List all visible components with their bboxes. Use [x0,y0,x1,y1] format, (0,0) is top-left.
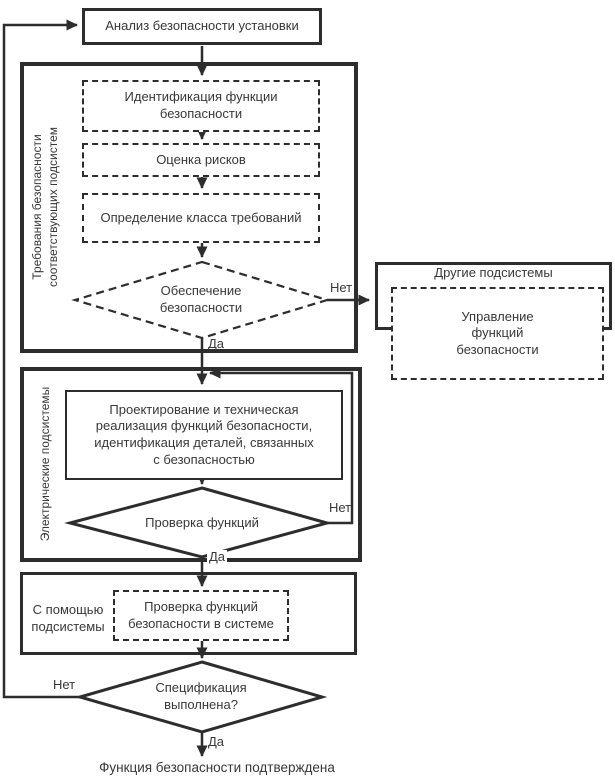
edge-label-spec-no: Нет [53,677,76,692]
section-requirements-label: Требования безопасности соответствующих … [30,117,62,297]
other-manage-label: Управление функций безопасности [456,308,539,357]
edge-label-spec-yes: Да [208,734,225,749]
verify-sys-label: Проверка функций безопасности в системе [128,598,274,631]
section-electrical-label: Электрические подсистемы [38,386,52,542]
section-subsystem-line-1: С помощью [32,602,104,617]
section-requirements-frame [20,62,358,353]
other-manage-box: Управление функций безопасности [391,287,604,380]
design-box: Проектирование и техническая реализация … [65,390,343,480]
edge-label-verify-yes: Да [207,549,228,565]
section-requirements-line-2: соответствующих подсистем [45,127,60,288]
design-line-4: с безопасностью [153,451,255,467]
other-subsystems-title: Другие подсистемы [434,265,553,280]
identify-box-label: Идентификация функции безопасности [124,89,278,121]
verify-sys-box: Проверка функций безопасности в системе [113,590,289,641]
decision-verify-label: Проверка функций [145,514,259,530]
risk-box: Оценка рисков [82,143,320,177]
risk-box-label: Оценка рисков [156,151,246,167]
decision-ensure-text: Обеспечение безопасности [131,280,271,320]
design-line-2: реализация функций безопасности, [95,418,313,434]
req-class-box-label: Определение класса требований [100,209,302,225]
decision-verify-diamond [64,486,333,559]
decision-spec-diamond [74,660,328,734]
decision-ensure-label: Обеспечение безопасности [159,283,243,315]
edge-label-verify-no: Нет [329,500,352,515]
start-box-label: Анализ безопасности установки [105,18,299,34]
design-line-1: Проектирование и техническая [109,401,299,417]
arrow-verify-no-to-design [209,367,354,525]
section-subsystem-frame [20,572,357,655]
arrow-spec-no-to-start [2,19,80,699]
identify-box: Идентификация функции безопасности [82,80,320,132]
design-line-3: идентификация деталей, связанных [94,435,314,450]
section-subsystem-line-2: подсистемы [31,618,105,634]
section-subsystem-label: С помощью подсистемы [27,602,109,636]
decision-spec-label: Спецификация выполнена? [155,680,247,712]
decision-verify-text: Проверка функций [122,512,282,534]
edge-label-ensure-yes: Да [208,336,225,351]
section-requirements-line-1: Требования безопасности [30,134,44,280]
section-electrical-frame [20,367,362,562]
start-box: Анализ безопасности установки [82,8,322,45]
decision-ensure-diamond [71,260,331,340]
end-text: Функция безопасности подтверждена [99,760,335,775]
decision-spec-text: Спецификация выполнена? [126,677,276,717]
req-class-box: Определение класса требований [82,193,320,243]
edge-label-ensure-no: Нет [330,280,353,295]
